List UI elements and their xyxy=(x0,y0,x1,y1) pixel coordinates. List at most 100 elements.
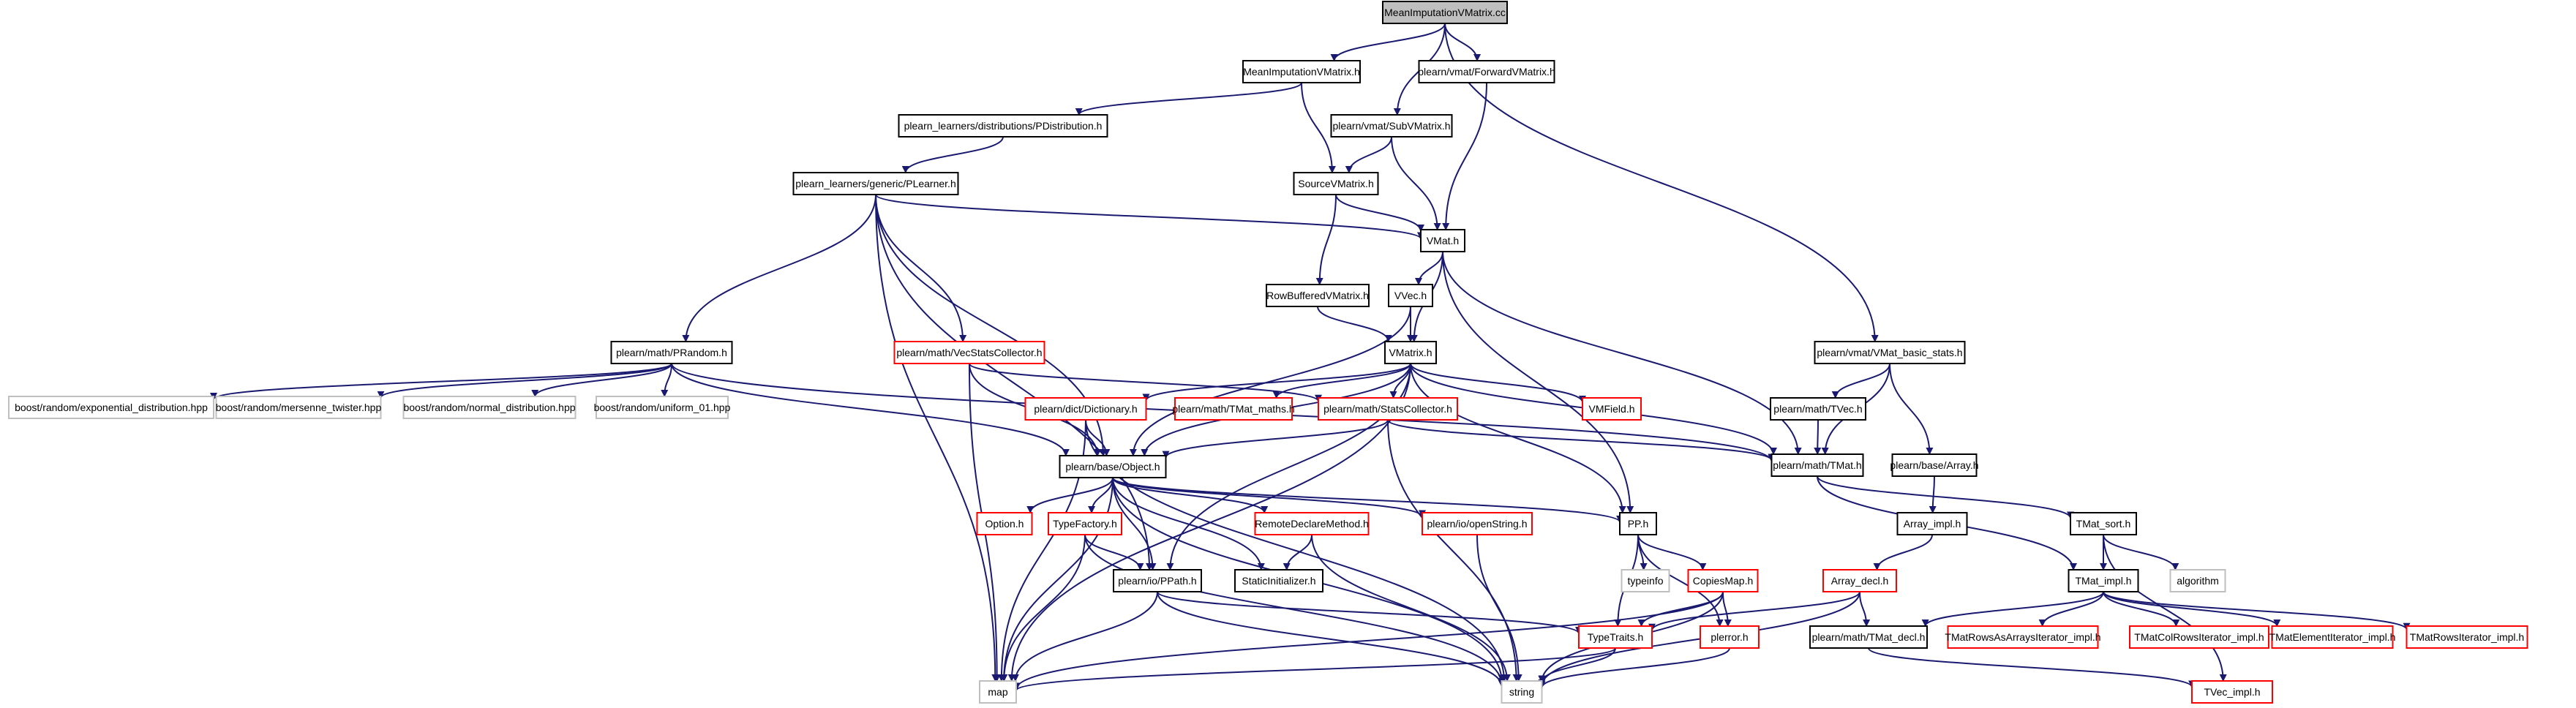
node-label: boost/random/uniform_01.hpp xyxy=(594,402,731,413)
node-label: VMatrix.h xyxy=(1389,347,1432,358)
edge-n7-n13 xyxy=(875,194,967,342)
node-label: plearn/math/StatsCollector.h xyxy=(1323,403,1452,415)
node-meanimputationvmatrix-h[interactable]: MeanImputationVMatrix.h xyxy=(1242,60,1361,83)
edge-n12-n25 xyxy=(671,363,1070,456)
edge-n12-n14 xyxy=(210,363,672,401)
node-plearn-io-ppath-h[interactable]: plearn/io/PPath.h xyxy=(1113,569,1202,592)
node-box xyxy=(1770,453,1864,477)
node-array-impl-h[interactable]: Array_impl.h xyxy=(1896,512,1968,535)
node-box xyxy=(1822,569,1897,592)
edge-n6-n8 xyxy=(1335,194,1424,233)
node-box xyxy=(1059,455,1167,478)
node-meanimputationvmatrix-cc[interactable]: MeanImputationVMatrix.cc xyxy=(1382,1,1508,24)
edge-n11-n33 xyxy=(1166,363,1411,570)
node-plearn-base-object-h[interactable]: plearn/base/Object.h xyxy=(1059,455,1167,478)
node-plerror-h[interactable]: plerror.h xyxy=(1700,625,1760,649)
node-tvec-impl-h[interactable]: TVec_impl.h xyxy=(2191,680,2273,704)
edge-n8-n9 xyxy=(1415,251,1443,285)
edge-n12-n15 xyxy=(377,363,672,399)
node-vvec-h[interactable]: VVec.h xyxy=(1388,284,1433,307)
edge-n0-n3 xyxy=(1444,23,1482,61)
edge-n1-n5 xyxy=(1075,82,1302,116)
node-plearn-math-tmat-maths-h[interactable]: plearn/math/TMat_maths.h xyxy=(1172,397,1295,421)
edge-n36-n40 xyxy=(1637,591,1724,627)
node-box xyxy=(792,172,959,195)
node-label: boost/random/exponential_distribution.hp… xyxy=(15,402,208,413)
node-plearn-math-tmat-h[interactable]: plearn/math/TMat.h xyxy=(1770,453,1864,477)
node-tmatelementiterator-impl-h[interactable]: TMatElementIterator_impl.h xyxy=(2269,625,2396,649)
node-box xyxy=(8,396,214,419)
node-box xyxy=(2406,625,2528,649)
edge-n24-n26 xyxy=(1929,475,1937,513)
node-plearn-learners-generic-plearner-h[interactable]: plearn_learners/generic/PLearner.h xyxy=(792,172,959,195)
node-plearn-base-array-h[interactable]: plearn/base/Array.h xyxy=(1890,453,1979,477)
node-map[interactable]: map xyxy=(979,680,1017,704)
node-boost-random-uniform-01-hpp[interactable]: boost/random/uniform_01.hpp xyxy=(594,396,731,419)
node-tmat-sort-h[interactable]: TMat_sort.h xyxy=(2070,512,2137,535)
node-label: string xyxy=(1509,686,1534,698)
edge-n20-n48 xyxy=(1387,419,1520,682)
node-vmat-h[interactable]: VMat.h xyxy=(1420,229,1465,252)
edge-n30-n34 xyxy=(1283,534,1313,570)
node-box xyxy=(1048,512,1122,535)
node-option-h[interactable]: Option.h xyxy=(976,512,1033,535)
node-tmatrowsasarraysiterator-impl-h[interactable]: TMatRowsAsArraysIterator_impl.h xyxy=(1945,625,2101,649)
node-label: SourceVMatrix.h xyxy=(1298,178,1373,189)
node-pp-h[interactable]: PP.h xyxy=(1619,512,1657,535)
node-tmat-impl-h[interactable]: TMat_impl.h xyxy=(2068,569,2139,592)
node-plearn-dict-dictionary-h[interactable]: plearn/dict/Dictionary.h xyxy=(1024,397,1147,421)
node-plearn-vmat-vmat-basic-stats-h[interactable]: plearn/vmat/VMat_basic_stats.h xyxy=(1814,341,1966,364)
node-plearn-math-tmat-decl-h[interactable]: plearn/math/TMat_decl.h xyxy=(1809,625,1928,649)
node-plearn-math-tvec-h[interactable]: plearn/math/TVec.h xyxy=(1770,397,1866,421)
node-algorithm[interactable]: algorithm xyxy=(2169,569,2226,592)
edge-n13-n20 xyxy=(969,363,1322,402)
node-plearn-io-openstring-h[interactable]: plearn/io/openString.h xyxy=(1422,512,1533,535)
node-tmatcolrowsiterator-impl-h[interactable]: TMatColRowsIterator_impl.h xyxy=(2129,625,2269,649)
node-plearn-learners-distributions-pdistribution-h[interactable]: plearn_learners/distributions/PDistribut… xyxy=(898,114,1108,138)
node-tmatrowsiterator-impl-h[interactable]: TMatRowsIterator_impl.h xyxy=(2406,625,2528,649)
node-box xyxy=(1582,397,1642,421)
node-string[interactable]: string xyxy=(1501,680,1543,704)
node-plearn-math-prandom-h[interactable]: plearn/math/PRandom.h xyxy=(610,341,733,364)
node-label: TMat_impl.h xyxy=(2075,575,2131,587)
node-label: plearn/math/VecStatsCollector.h xyxy=(896,347,1042,358)
node-box xyxy=(1382,1,1508,24)
node-sourcevmatrix-h[interactable]: SourceVMatrix.h xyxy=(1293,172,1379,195)
node-label: plearn/dict/Dictionary.h xyxy=(1034,403,1137,415)
edge-n8-n32 xyxy=(1442,251,1634,513)
edge-n31-n48 xyxy=(1476,534,1522,682)
edge-n0-n1 xyxy=(1330,23,1446,61)
node-label: RowBufferedVMatrix.h xyxy=(1266,290,1369,301)
node-box xyxy=(2068,569,2139,592)
node-plearn-vmat-subvmatrix-h[interactable]: plearn/vmat/SubVMatrix.h xyxy=(1330,114,1453,138)
node-plearn-math-statscollector-h[interactable]: plearn/math/StatsCollector.h xyxy=(1318,397,1458,421)
node-label: algorithm xyxy=(2177,575,2219,587)
edge-n33-n48 xyxy=(1157,591,1506,688)
nodes-layer: MeanImputationVMatrix.ccMeanImputationVM… xyxy=(8,1,2528,704)
node-box xyxy=(2070,512,2137,535)
edge-n40-n48 xyxy=(1538,647,1616,684)
node-plearn-math-vecstatscollector-h[interactable]: plearn/math/VecStatsCollector.h xyxy=(893,341,1045,364)
node-remotedeclaremethod-h[interactable]: RemoteDeclareMethod.h xyxy=(1254,512,1370,535)
node-box xyxy=(1024,397,1147,421)
node-staticinitializer-h[interactable]: StaticInitializer.h xyxy=(1234,569,1323,592)
node-boost-random-normal-distribution-hpp[interactable]: boost/random/normal_distribution.hpp xyxy=(402,396,577,419)
node-vmfield-h[interactable]: VMField.h xyxy=(1582,397,1642,421)
node-boost-random-exponential-distribution-hpp[interactable]: boost/random/exponential_distribution.hp… xyxy=(8,396,214,419)
node-copiesmap-h[interactable]: CopiesMap.h xyxy=(1687,569,1759,592)
node-box xyxy=(976,512,1033,535)
node-rowbufferedvmatrix-h[interactable]: RowBufferedVMatrix.h xyxy=(1266,284,1370,307)
node-typeinfo[interactable]: typeinfo xyxy=(1621,569,1670,592)
node-plearn-vmat-forwardvmatrix-h[interactable]: plearn/vmat/ForwardVMatrix.h xyxy=(1418,60,1555,83)
edge-n37-n40 xyxy=(1648,591,1860,631)
node-label: plearn/math/TVec.h xyxy=(1773,403,1862,415)
node-typefactory-h[interactable]: TypeFactory.h xyxy=(1048,512,1122,535)
node-box xyxy=(979,680,1017,704)
node-array-decl-h[interactable]: Array_decl.h xyxy=(1822,569,1897,592)
node-box xyxy=(610,341,733,364)
node-vmatrix-h[interactable]: VMatrix.h xyxy=(1384,341,1437,364)
node-typetraits-h[interactable]: TypeTraits.h xyxy=(1578,625,1653,649)
node-label: plearn/vmat/VMat_basic_stats.h xyxy=(1817,347,1962,358)
node-box xyxy=(1621,569,1670,592)
node-boost-random-mersenne-twister-hpp[interactable]: boost/random/mersenne_twister.hpp xyxy=(215,396,382,419)
